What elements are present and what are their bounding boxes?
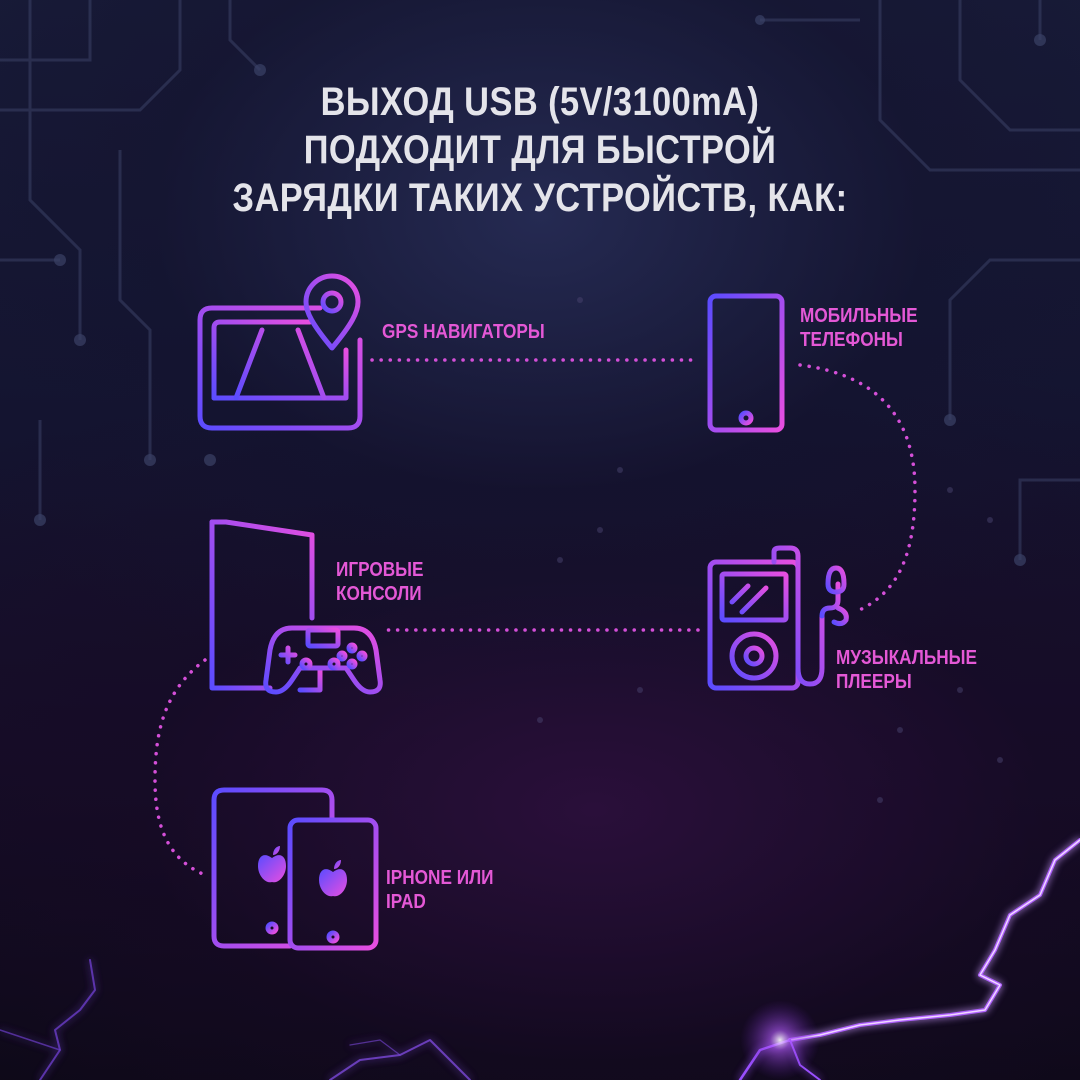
music-players-label-line-2: ПЛЕЕРЫ [836, 671, 912, 693]
dotted-connectors [153, 358, 917, 877]
music-players-label-line-1: МУЗЫКАЛЬНЫЕ [836, 647, 977, 669]
game-console-icon [209, 519, 383, 695]
iphone-ipad-label: IPHONE ИЛИ IPAD [386, 866, 494, 914]
music-players-label: МУЗЫКАЛЬНЫЕ ПЛЕЕРЫ [836, 646, 977, 694]
game-consoles-label: ИГРОВЫЕ КОНСОЛИ [336, 558, 423, 606]
connector-phone-to-player [798, 363, 917, 614]
apple-logo-icons [258, 846, 347, 897]
faint-dots [537, 297, 1003, 803]
circuit-nodes [34, 15, 1046, 566]
headline-line-1: ВЫХОД USB (5V/3100mA) [320, 80, 760, 124]
game-consoles-label-line-2: КОНСОЛИ [336, 583, 422, 605]
connector-console-to-apple [153, 658, 207, 877]
iphone-ipad-icon [211, 787, 379, 951]
lightning-flare [740, 1000, 820, 1080]
headline: ВЫХОД USB (5V/3100mA) ПОДХОДИТ ДЛЯ БЫСТР… [196, 78, 884, 222]
circuit-traces [0, 0, 1080, 560]
game-consoles-label-line-1: ИГРОВЫЕ [336, 559, 424, 581]
mobile-phone-icon [707, 293, 785, 433]
headline-line-3: ЗАРЯДКИ ТАКИХ УСТРОЙСТВ, КАК: [232, 176, 848, 220]
apple-logo-icon [258, 855, 286, 883]
iphone-ipad-label-line-2: IPAD [386, 891, 426, 913]
iphone-ipad-label-line-1: IPHONE ИЛИ [386, 867, 494, 889]
mobile-phones-label-line-1: МОБИЛЬНЫЕ [800, 305, 918, 327]
gps-navigators-label: GPS НАВИГАТОРЫ [382, 321, 545, 343]
mobile-phones-label-line-2: ТЕЛЕФОНЫ [800, 329, 903, 351]
apple-logo-icon [319, 869, 347, 897]
music-player-icon [707, 545, 849, 691]
headline-line-2: ПОДХОДИТ ДЛЯ БЫСТРОЙ [303, 128, 777, 172]
mobile-phones-label: МОБИЛЬНЫЕ ТЕЛЕФОНЫ [800, 304, 918, 352]
gps-navigator-icon [197, 273, 363, 431]
